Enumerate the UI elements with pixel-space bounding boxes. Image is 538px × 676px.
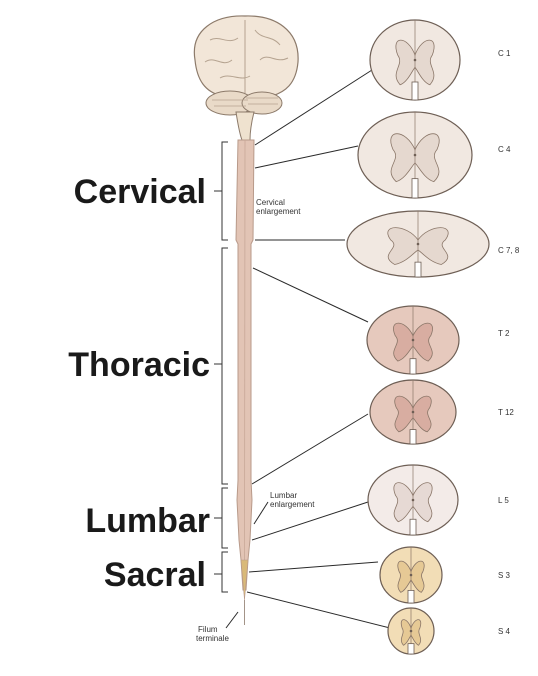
anterior-fissure (411, 81, 419, 101)
cross-section-t2: T 2 (366, 305, 510, 375)
central-canal (413, 58, 417, 62)
spinal-cord (235, 139, 255, 625)
central-canal (411, 498, 415, 502)
sacral-bracket (214, 551, 228, 593)
cervical-bracket (214, 141, 228, 241)
cervical-enlargement-label-line1: Cervical (256, 198, 285, 207)
lumbar-enlargement-pointer (253, 501, 269, 525)
filum-label-line2: terminale (196, 634, 229, 643)
cross-sections: C 1 C 4 C 7, 8 T 2 T 12 L 5 S 3 S 4 (346, 19, 520, 655)
cross-section-l5: L 5 (367, 464, 509, 536)
anterior-fissure (414, 261, 422, 278)
lumbar-bracket (214, 487, 228, 549)
central-canal (411, 410, 415, 414)
cross-section-c4: C 4 (357, 111, 511, 199)
anterior-fissure (409, 358, 417, 375)
anterior-fissure (409, 429, 417, 445)
segment-label: S 3 (498, 571, 511, 580)
central-canal (409, 573, 413, 577)
region-label-lumbar: Lumbar (85, 502, 210, 540)
segment-label: T 12 (498, 408, 514, 417)
cross-section-t12: T 12 (369, 379, 514, 445)
central-canal (411, 338, 415, 342)
brain-illustration (193, 15, 299, 141)
central-canal (409, 629, 413, 633)
segment-label: T 2 (498, 329, 510, 338)
cross-section-s3: S 3 (379, 546, 511, 604)
lumbar-enlargement-label-line2: enlargement (270, 500, 315, 509)
anterior-fissure (407, 643, 415, 655)
cross-section-c1: C 1 (369, 19, 511, 101)
segment-label: S 4 (498, 627, 511, 636)
region-label-cervical: Cervical (74, 173, 206, 211)
anterior-fissure (411, 178, 419, 199)
filum-label-line1: Filum (198, 625, 218, 634)
anterior-fissure (407, 590, 415, 604)
region-label-sacral: Sacral (104, 556, 206, 594)
filum-pointer (225, 611, 239, 629)
central-canal (416, 242, 420, 246)
cross-section-s4: S 4 (387, 607, 511, 655)
cervical-enlargement-label-line2: enlargement (256, 207, 301, 216)
cross-section-c78: C 7, 8 (346, 210, 520, 278)
anterior-fissure (409, 518, 417, 536)
segment-label: C 4 (498, 145, 511, 154)
segment-label: L 5 (498, 496, 509, 505)
thoracic-bracket (214, 247, 228, 485)
region-label-thoracic: Thoracic (68, 346, 210, 384)
central-canal (413, 153, 417, 157)
lumbar-enlargement-label-line1: Lumbar (270, 491, 297, 500)
pointer-lines (246, 69, 391, 629)
segment-label: C 7, 8 (498, 246, 520, 255)
segment-label: C 1 (498, 49, 511, 58)
